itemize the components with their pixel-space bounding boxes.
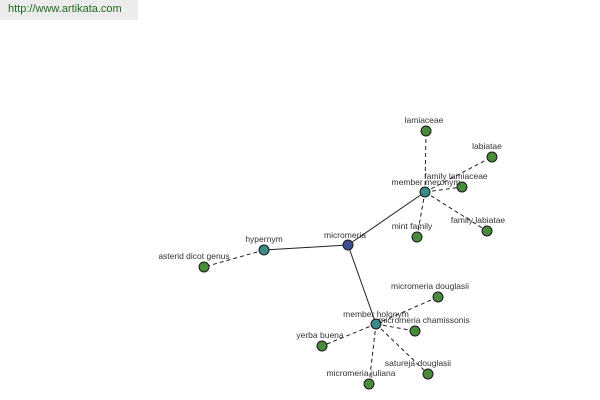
edge-micromeria-to-member-meronym: [347, 191, 426, 246]
node-asterid-dicot-genus[interactable]: [198, 261, 210, 273]
edge-micromeria-to-member-holonym: [347, 244, 377, 325]
node-micromeria[interactable]: [342, 239, 354, 251]
node-label-micromeria-juliana[interactable]: micromeria juliana: [327, 368, 396, 378]
node-label-micromeria[interactable]: micromeria: [324, 230, 366, 240]
node-label-member-meronym[interactable]: member meronym: [392, 177, 461, 187]
edge-member-meronym-to-family-labiatae: [424, 191, 488, 232]
node-micromeria-douglasii[interactable]: [432, 291, 444, 303]
node-hypernym[interactable]: [258, 244, 270, 256]
node-label-hypernym[interactable]: hypernym: [245, 234, 282, 244]
nodes-layer: [198, 125, 498, 390]
node-micromeria-juliana[interactable]: [363, 378, 375, 390]
edge-member-holonym-to-micromeria-douglasii: [375, 296, 439, 325]
edge-hypernym-to-asterid-dicot-genus: [203, 249, 265, 268]
node-label-family-lamiaceae[interactable]: family lamiaceae: [424, 171, 488, 181]
edge-member-meronym-to-lamiaceae: [424, 130, 427, 193]
site-url[interactable]: http://www.artikata.com: [0, 0, 138, 20]
node-yerba-buena[interactable]: [316, 340, 328, 352]
node-label-family-labiatae[interactable]: family labiatae: [451, 215, 506, 225]
edge-member-holonym-to-satureja-douglasii: [375, 323, 429, 375]
edge-member-holonym-to-micromeria-juliana: [368, 323, 377, 385]
node-lamiaceae[interactable]: [420, 125, 432, 137]
node-label-micromeria-douglasii[interactable]: micromeria douglasii: [391, 281, 469, 291]
node-member-holonym[interactable]: [370, 318, 382, 330]
node-member-meronym[interactable]: [419, 186, 431, 198]
node-label-labiatae[interactable]: labiatae: [472, 141, 502, 151]
edge-micromeria-to-hypernym: [263, 244, 349, 251]
node-label-micromeria-chamissonis[interactable]: micromeria chamissonis: [378, 315, 469, 325]
edges-layer: [203, 130, 493, 385]
node-family-labiatae[interactable]: [481, 225, 493, 237]
edge-member-holonym-to-yerba-buena: [321, 323, 377, 347]
edge-member-meronym-to-labiatae: [424, 156, 493, 193]
labels-layer: micromeria hypernym member meronym member h…: [158, 115, 505, 378]
node-label-yerba-buena[interactable]: yerba buena: [296, 330, 344, 340]
node-label-mint-family[interactable]: mint family: [392, 221, 433, 231]
node-family-lamiaceae[interactable]: [456, 181, 468, 193]
node-micromeria-chamissonis[interactable]: [409, 325, 421, 337]
node-satureja-douglasii[interactable]: [422, 368, 434, 380]
node-label-asterid-dicot-genus[interactable]: asterid dicot genus: [158, 251, 229, 261]
edge-member-meronym-to-mint-family: [416, 191, 426, 238]
edge-member-meronym-to-family-lamiaceae: [424, 186, 463, 193]
node-labiatae[interactable]: [486, 151, 498, 163]
node-mint-family[interactable]: [411, 231, 423, 243]
node-label-lamiaceae[interactable]: lamiaceae: [405, 115, 444, 125]
node-label-satureja-douglasii[interactable]: satureja douglasii: [385, 358, 451, 368]
node-label-member-holonym[interactable]: member holonym: [343, 309, 409, 319]
